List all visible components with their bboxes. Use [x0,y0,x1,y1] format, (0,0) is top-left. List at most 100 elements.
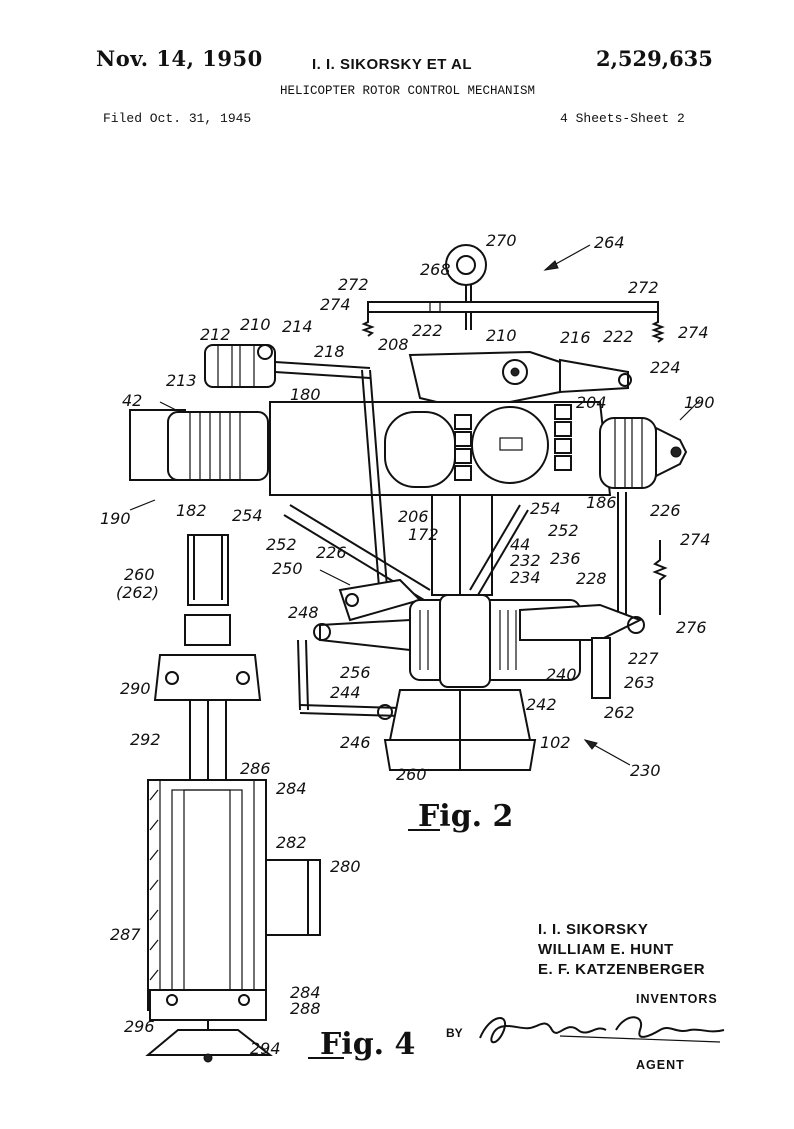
ref-numeral: 240 [546,665,577,684]
ref-numeral: 232 [510,551,541,570]
rocker-pivot-center [510,367,520,377]
side-port-280 [265,859,321,936]
chain-left [454,414,472,481]
ref-numeral: 244 [330,683,361,702]
lifting-eye-hole [456,255,476,275]
ref-numeral: 42 [122,391,142,410]
ref-numeral: 218 [314,342,345,361]
ref-numeral: 252 [548,521,579,540]
flange-bolt [166,994,178,1006]
bellcrank-250 [338,578,422,622]
swashplate-core [439,594,491,688]
chain-link [554,404,572,420]
push-rod-218 [274,361,371,369]
upper-collar [184,614,231,646]
ref-numeral: 242 [526,695,557,714]
ref-numeral: 224 [650,358,681,377]
lower-flange [149,989,267,1021]
patent-date: Nov. 14, 1950 [96,46,263,71]
ref-numeral: 252 [266,535,297,554]
swash-arm-228 [519,603,643,641]
ref-numeral: 246 [340,733,371,752]
hatch-line [149,879,159,891]
ref-numeral: 280 [330,857,361,876]
hub-band [614,417,626,489]
ref-numeral: 226 [650,501,681,520]
ref-numeral: 262 [604,703,635,722]
ref-numeral: 204 [576,393,607,412]
ref-numeral: 227 [628,649,659,668]
servo-band [217,344,233,388]
ref-numeral: 294 [250,1039,281,1058]
hatch-line [149,939,159,951]
ref-numeral: 274 [320,295,351,314]
gearbox-band [189,411,201,481]
ref-numeral: 212 [200,325,231,344]
chain-link [454,414,472,430]
inventor-name: E. F. KATZENBERGER [538,961,706,978]
ref-numeral: 222 [412,321,443,340]
inventor-short: I. I. SIKORSKY ET AL [312,56,473,73]
ref-numeral: (262) [116,583,159,602]
patent-title: HELICOPTER ROTOR CONTROL MECHANISM [280,84,536,98]
figure-2-label: Fig. 2 [418,799,513,834]
spring-lower-right [652,540,668,615]
ref-numeral: 216 [560,328,591,347]
chain-link [554,421,572,437]
ref-numeral: 292 [130,730,161,749]
chain-link [454,431,472,447]
bottom-link-pin [377,704,393,720]
ref-numeral: 287 [110,925,141,944]
ref-numeral: 214 [282,317,313,336]
hatch-line [149,909,159,921]
chain-link [454,465,472,481]
spring-left [361,312,375,337]
ref-numeral: 208 [378,335,409,354]
chain-right [554,404,572,471]
filed-date: Filed Oct. 31, 1945 [103,111,252,126]
center-cylinder [384,411,456,488]
inventor-name: WILLIAM E. HUNT [538,941,674,958]
leader-lines [129,244,701,766]
lifting-eye [445,244,487,286]
bellcrank-pin [345,593,359,607]
arrow-42 [159,401,181,413]
bearing-ball [236,671,250,685]
arrow-190-right [679,399,701,421]
arrow-250 [319,569,351,586]
ref-numeral: 260 [396,765,427,784]
central-mast [431,494,493,596]
bottom-foot-294 [145,1029,273,1056]
fig2-mechanism [129,244,688,771]
servo-pin [257,344,273,360]
agent-signature [479,1016,725,1044]
hub-band [631,417,643,489]
ref-numeral: 248 [288,603,319,622]
lever-246 [297,639,301,711]
hatch-line [149,849,159,861]
ref-numeral: 263 [624,673,655,692]
ref-numeral: 44 [510,535,530,554]
ref-numeral: 230 [630,761,661,780]
servo-band [239,344,255,388]
chain-link [554,455,572,471]
chain-link [554,438,572,454]
ref-numeral: 180 [290,385,321,404]
ref-numeral: 256 [340,663,371,682]
arrowhead [543,260,559,271]
ref-numeral: 296 [124,1017,155,1036]
ref-numeral: 186 [586,493,617,512]
post-263 [591,637,611,699]
ref-numeral: 228 [576,569,607,588]
ref-numeral: 190 [100,509,131,528]
bottom-link-244 [299,704,401,709]
ref-numeral: 284 [276,779,307,798]
diagonal-link-252 [289,504,431,591]
chain-link [454,448,472,464]
ref-numeral: 254 [232,506,263,525]
hub-nut [670,446,682,458]
ref-numeral: 254 [530,499,561,518]
ref-numeral: 260 [124,565,155,584]
ref-numeral: 190 [684,393,715,412]
swash-arm-pin [627,616,645,634]
